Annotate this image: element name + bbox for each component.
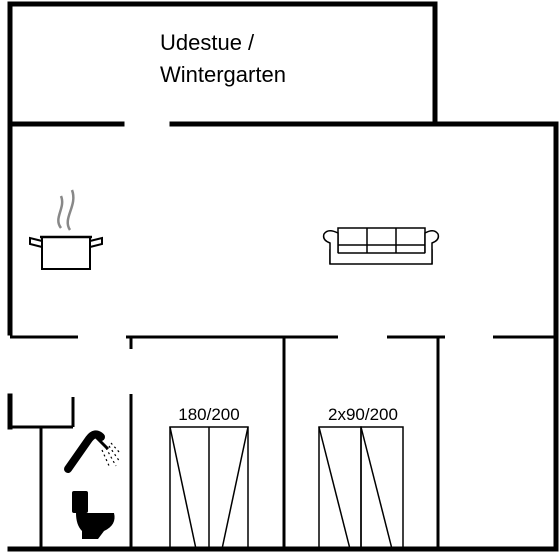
wintergarden-label-line1: Udestue / bbox=[160, 30, 255, 55]
bed-icon bbox=[169, 426, 249, 550]
cooking-pot-icon bbox=[29, 189, 103, 270]
shower-icon bbox=[64, 430, 121, 473]
bed-icon bbox=[318, 426, 404, 550]
twin-bed-label: 2x90/200 bbox=[328, 405, 398, 424]
sofa-icon bbox=[322, 227, 440, 265]
double-bed-label: 180/200 bbox=[178, 405, 239, 424]
toilet-icon bbox=[72, 491, 115, 539]
wintergarden-label-line2: Wintergarten bbox=[160, 62, 286, 87]
walls-thin bbox=[10, 335, 556, 549]
